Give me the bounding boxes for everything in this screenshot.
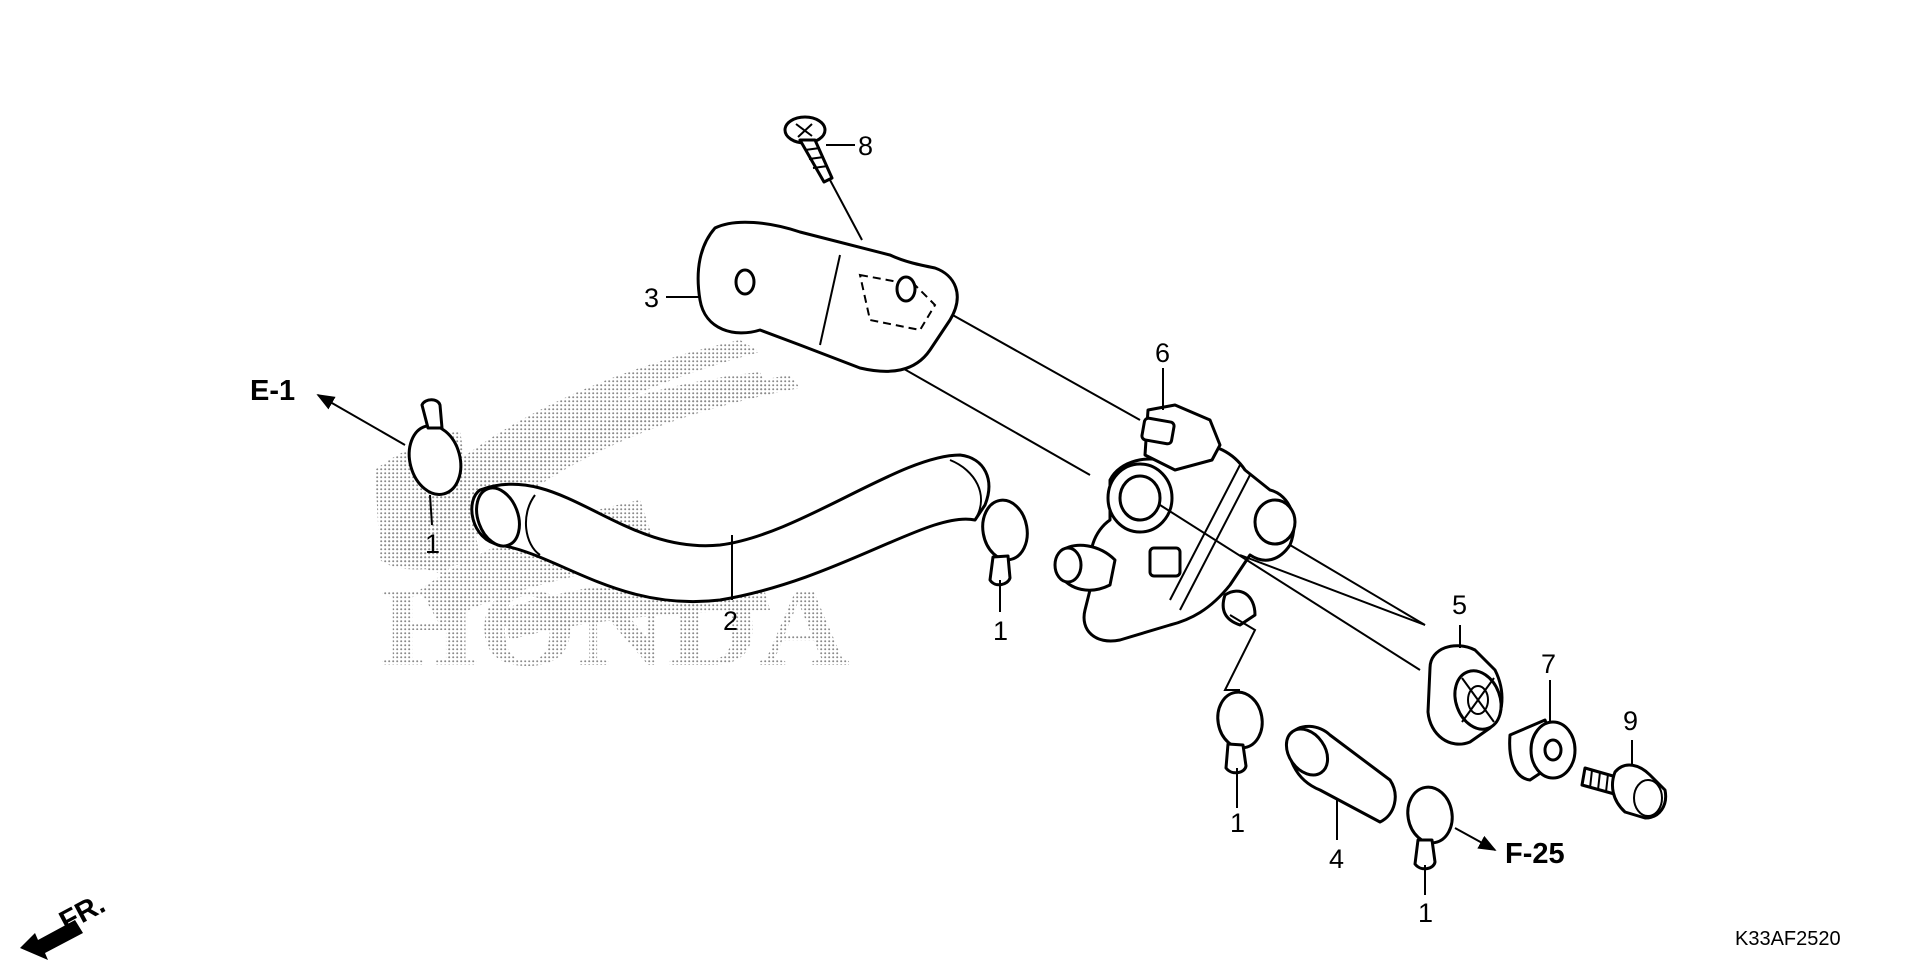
front-arrow-icon: [20, 920, 83, 960]
valve-grommet-lines: [1159, 504, 1426, 671]
f25-arrow: [1454, 827, 1497, 851]
bracket: [696, 220, 959, 373]
callout-valve: 6: [1155, 338, 1170, 368]
callout-clip-lower-middle: 1: [1230, 808, 1245, 838]
tube: [1284, 724, 1397, 824]
callout-hose: 2: [723, 606, 738, 636]
leader-lines: [666, 144, 1633, 840]
callout-clip-upper-left: 1: [425, 529, 440, 559]
diagram-code: K33AF2520: [1735, 928, 1841, 950]
clip-lower-right: [1406, 785, 1454, 895]
grommet: [1426, 644, 1504, 746]
callout-grommet: 5: [1452, 590, 1467, 620]
hose: [470, 453, 991, 603]
callout-screw: 8: [858, 131, 873, 161]
callout-bracket: 3: [644, 283, 659, 313]
ref-f25: F-25: [1505, 838, 1565, 870]
clip-middle: [981, 498, 1029, 612]
callout-clip-lower-right: 1: [1418, 898, 1433, 928]
e1-arrow: [316, 394, 406, 446]
callout-bolt: 9: [1623, 706, 1638, 736]
callout-clip-middle: 1: [993, 616, 1008, 646]
clip-upper-left: [407, 398, 463, 526]
clip-lower-middle: [1216, 614, 1264, 808]
collar: [1508, 718, 1577, 782]
ref-e1: E-1: [250, 375, 295, 407]
valve: [1053, 403, 1297, 643]
screw: [783, 115, 863, 241]
callout-tube: 4: [1329, 844, 1344, 874]
callout-collar: 7: [1541, 649, 1556, 679]
bolt: [1580, 763, 1668, 820]
